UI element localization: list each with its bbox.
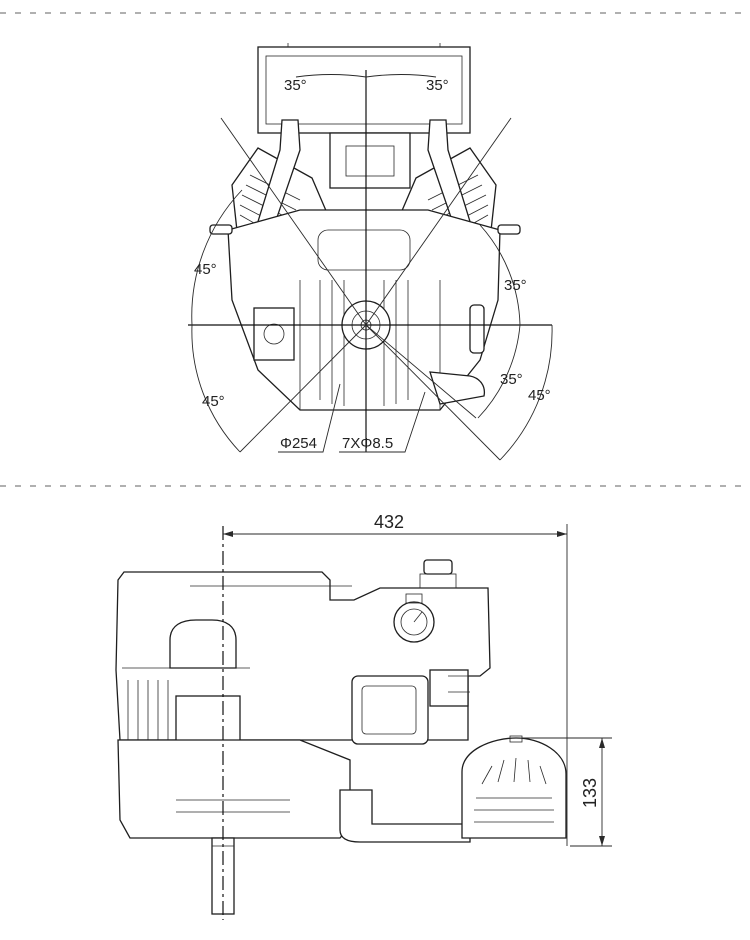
angle-label-right-inner-lower: 35° (500, 371, 523, 388)
air-filter-box (257, 46, 471, 134)
height-label: 133 (580, 778, 600, 808)
arc-top-right (365, 74, 437, 78)
front-view: 35° 35° 35° 35° 45° 45° 45° Φ254 7XΦ8.5 (188, 43, 553, 461)
filler-cap (423, 559, 453, 575)
lower-crankcase (117, 739, 351, 839)
right-starter (469, 304, 485, 354)
angle-label-right-inner-upper: 35° (504, 277, 527, 294)
arc-top-left (295, 74, 367, 78)
fuel-filter-block (351, 675, 429, 745)
arc-left-lower (191, 324, 241, 453)
exhaust-stub (429, 371, 486, 405)
angle-label-left-upper: 45° (194, 261, 217, 278)
side-view: 432 133 (115, 512, 612, 920)
angle-label-top-left: 35° (284, 77, 307, 94)
arc-left-upper (191, 189, 243, 326)
arc-right-inner-upper (479, 224, 521, 326)
arc-right-outer (499, 324, 553, 461)
muffler-slots (474, 757, 554, 823)
angle-label-top-right: 35° (426, 77, 449, 94)
left-side-component (253, 307, 295, 361)
width-label: 432 (374, 512, 404, 532)
bolt-circle-label: Φ254 (280, 435, 317, 452)
angle-label-left-lower: 45° (202, 393, 225, 410)
angle-label-right-outer: 45° (528, 387, 551, 404)
arc-right-inner-lower (477, 324, 521, 419)
bolt-circle-leader (278, 383, 341, 453)
exhaust-pipe (339, 789, 471, 843)
holes-label: 7XΦ8.5 (342, 435, 393, 452)
carb-bowl (429, 669, 469, 707)
muffler-guard (461, 737, 567, 839)
holes-leader (339, 391, 426, 453)
carburetor (329, 132, 411, 189)
cylinder-dome (169, 619, 237, 669)
air-filter-inner (265, 55, 463, 125)
